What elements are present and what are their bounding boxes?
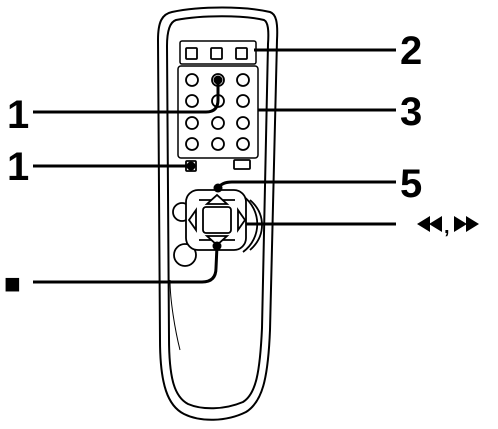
callout-label-1-bottom: 1 bbox=[7, 145, 29, 189]
callout-label-3: 3 bbox=[400, 90, 422, 134]
keypad-button[interactable] bbox=[236, 137, 250, 151]
keypad-button[interactable] bbox=[185, 116, 199, 130]
rewind-icon bbox=[417, 216, 442, 232]
pad-center[interactable] bbox=[202, 206, 232, 234]
keypad-small-right[interactable] bbox=[233, 159, 251, 170]
top-button-2[interactable] bbox=[210, 47, 223, 60]
pad-up[interactable] bbox=[204, 193, 230, 205]
keypad-button[interactable] bbox=[211, 116, 225, 130]
keypad-button[interactable] bbox=[236, 116, 250, 130]
top-button-1[interactable] bbox=[185, 47, 198, 60]
fast-forward-icon bbox=[454, 216, 479, 232]
callout-label-2: 2 bbox=[400, 29, 422, 73]
keypad-buttons bbox=[185, 73, 250, 151]
callout-line-stop bbox=[33, 245, 219, 284]
stop-icon: ■ bbox=[4, 268, 21, 299]
pad-right[interactable] bbox=[237, 207, 247, 233]
callout-label-1-top: 1 bbox=[7, 93, 29, 137]
skip-separator: , bbox=[444, 216, 450, 238]
transport-area bbox=[172, 189, 263, 267]
top-button-panel bbox=[179, 40, 257, 65]
transport-lower-left-button[interactable] bbox=[173, 243, 197, 267]
remote-body bbox=[156, 6, 279, 421]
pad-left[interactable] bbox=[187, 207, 197, 233]
keypad-button[interactable] bbox=[185, 73, 199, 87]
keypad-button[interactable] bbox=[236, 73, 250, 87]
callout-lines bbox=[33, 48, 396, 284]
keypad-button[interactable] bbox=[236, 94, 250, 108]
top-buttons bbox=[185, 47, 248, 60]
callout-line-5 bbox=[216, 180, 396, 189]
top-button-3[interactable] bbox=[235, 47, 248, 60]
callout-line-1-top bbox=[33, 80, 220, 114]
keypad-button[interactable] bbox=[185, 94, 199, 108]
pad-down[interactable] bbox=[204, 235, 230, 247]
callout-label-5: 5 bbox=[400, 162, 422, 206]
keypad-button[interactable] bbox=[185, 137, 199, 151]
keypad-button[interactable] bbox=[211, 137, 225, 151]
